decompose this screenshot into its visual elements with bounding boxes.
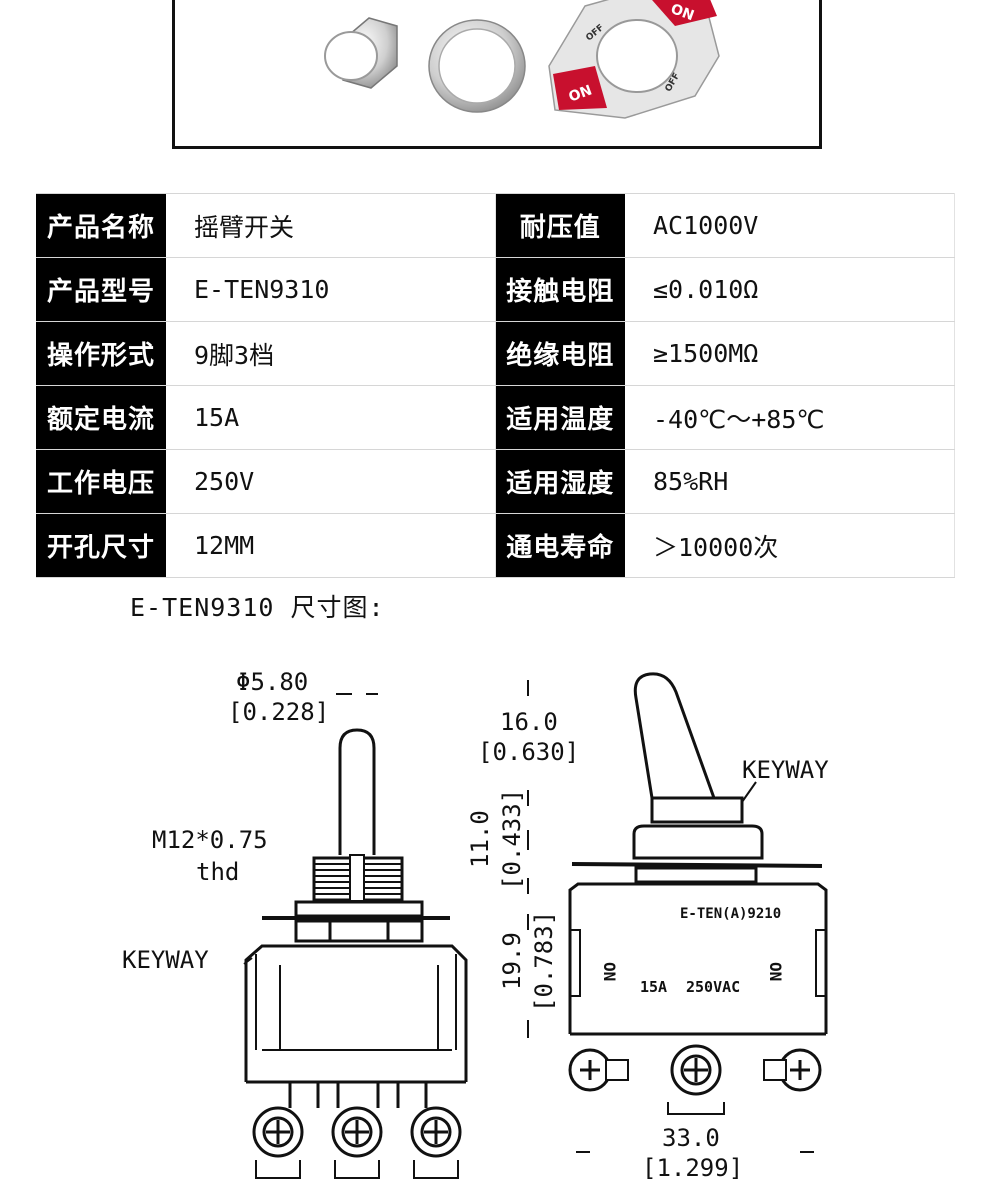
spec-label: 开孔尺寸 [36, 513, 166, 578]
table-row: 操作形式 9脚3档 绝缘电阻 ≥1500MΩ [36, 321, 955, 386]
width-label: 33.0 [662, 1124, 720, 1152]
spec-label: 通电寿命 [495, 513, 625, 578]
spec-value: 250V [166, 449, 496, 514]
dia-label: Φ5.80 [236, 668, 308, 696]
table-row: 开孔尺寸 12MM 通电寿命 ＞10000次 [36, 513, 955, 578]
body-height-inch: [0.783] [530, 911, 558, 1012]
spec-label: 工作电压 [36, 449, 166, 514]
thread-sub: thd [196, 858, 239, 886]
terminal-left-1 [252, 1106, 304, 1179]
on-left-mark: ON [600, 962, 619, 981]
plate-on-text: ON [567, 82, 595, 105]
keyway-right: KEYWAY [742, 756, 829, 784]
spec-label: 绝缘电阻 [495, 321, 625, 386]
table-row: 工作电压 250V 适用湿度 85%RH [36, 449, 955, 514]
rating-current: 15A [640, 978, 667, 996]
spec-label: 耐压值 [495, 193, 625, 258]
accessory-photo: ON ON OFF OFF [172, 0, 822, 149]
terminal-left-2 [331, 1106, 383, 1179]
spec-label: 适用温度 [495, 385, 625, 450]
spec-value: 9脚3档 [166, 321, 496, 386]
spec-label: 接触电阻 [495, 257, 625, 322]
dia-inch: [0.228] [228, 698, 329, 726]
spec-value: ＞10000次 [625, 513, 955, 578]
table-row: 产品型号 E-TEN9310 接触电阻 ≤0.010Ω [36, 257, 955, 322]
spec-value: E-TEN9310 [166, 257, 496, 322]
dimension-drawing: Φ5.80 [0.228] M12*0.75 thd KEYWAY KEYWAY… [122, 668, 829, 1182]
spec-label: 产品型号 [36, 257, 166, 322]
bushing-height: 11.0 [466, 810, 494, 868]
body-height: 19.9 [498, 932, 526, 990]
spec-value: ≤0.010Ω [625, 257, 955, 322]
spec-table: 产品名称 摇臂开关 耐压值 AC1000V 产品型号 E-TEN9310 接触电… [36, 193, 955, 578]
table-row: 产品名称 摇臂开关 耐压值 AC1000V [36, 193, 955, 258]
bushing-height-inch: [0.433] [498, 789, 526, 890]
spec-label: 操作形式 [36, 321, 166, 386]
model-mark: E-TEN(A)9210 [680, 906, 781, 922]
spec-label: 产品名称 [36, 193, 166, 258]
lever-right [633, 672, 716, 799]
dimension-title: E-TEN9310 尺寸图: [130, 593, 385, 622]
spec-value: 摇臂开关 [166, 193, 496, 258]
terminal-right-2 [667, 1044, 725, 1115]
lever-left [338, 728, 376, 855]
hex-nut-image [324, 17, 398, 89]
spec-label: 适用湿度 [495, 449, 625, 514]
plate-on-text-top: ON [669, 1, 697, 24]
terminal-right-3 [763, 1048, 822, 1092]
terminal-left-3 [410, 1106, 462, 1179]
height-top: 16.0 [500, 708, 558, 736]
terminal-right-1 [568, 1048, 629, 1092]
spec-value: AC1000V [625, 193, 955, 258]
washer-image [428, 19, 526, 113]
thread-label: M12*0.75 [152, 826, 268, 854]
on-right-mark: ON [766, 962, 785, 981]
table-row: 额定电流 15A 适用温度 -40℃～+85℃ [36, 385, 955, 450]
spec-value: 85%RH [625, 449, 955, 514]
spec-value: 12MM [166, 513, 496, 578]
keyway-left: KEYWAY [122, 946, 209, 974]
spec-value: 15A [166, 385, 496, 450]
on-off-plate-image: ON ON OFF OFF [548, 0, 720, 119]
width-inch: [1.299] [642, 1154, 743, 1182]
spec-value: ≥1500MΩ [625, 321, 955, 386]
spec-label: 额定电流 [36, 385, 166, 450]
height-top-inch: [0.630] [478, 738, 579, 766]
rating-voltage: 250VAC [686, 978, 740, 996]
spec-value: -40℃～+85℃ [625, 385, 955, 450]
